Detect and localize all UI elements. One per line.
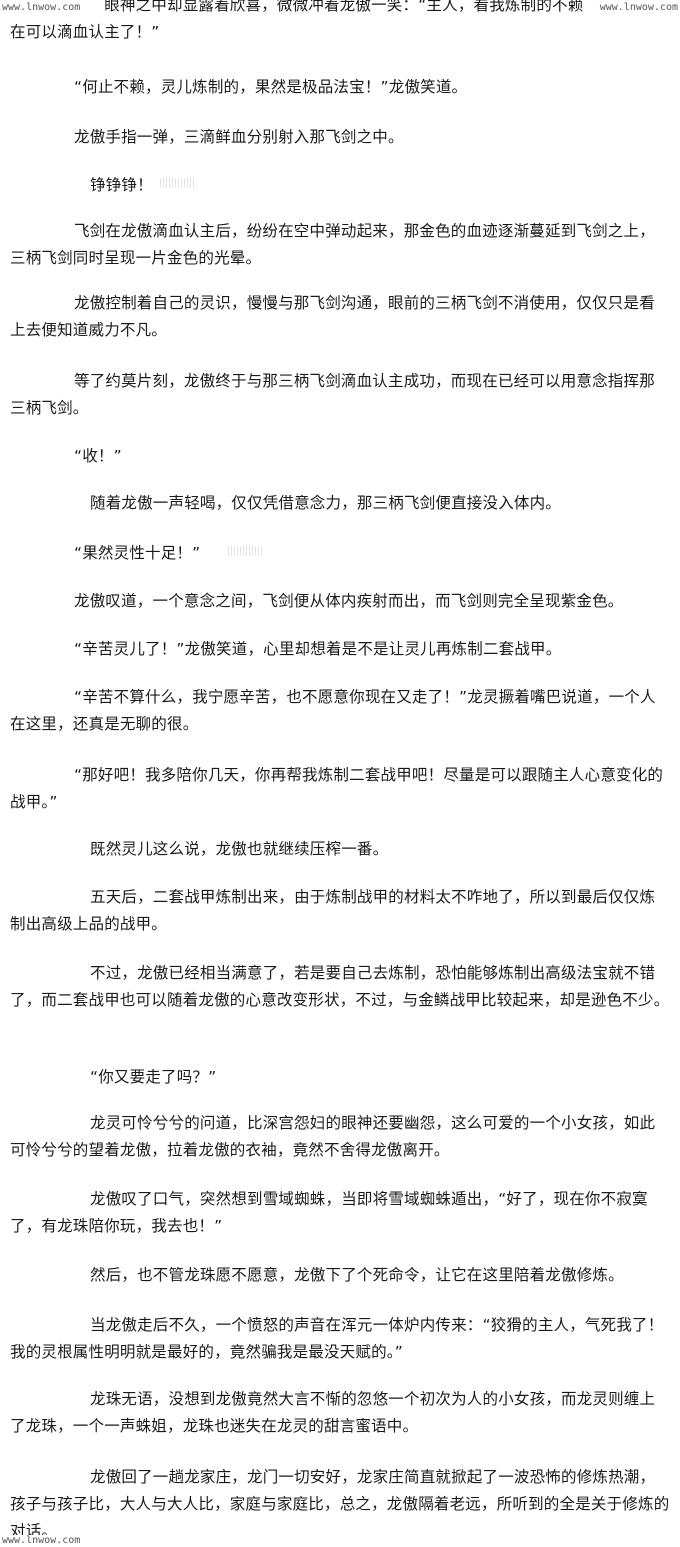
paragraph-17: 不过，龙傲已经相当满意了，若是要自己去炼制，恐怕能够炼制出高级法宝就不错了，而二… (10, 964, 670, 1009)
paragraph-8: “收！” (74, 447, 122, 465)
paragraph-7: 等了约莫片刻，龙傲终于与那三柄飞剑滴血认主成功，而现在已经可以用意念指挥那三柄飞… (10, 372, 655, 417)
paragraph-3: 龙傲手指一弹，三滴鲜血分别射入那飞剑之中。 (74, 128, 404, 146)
paragraph-1: ……羞不堪，眼神之中却显露着欣喜，微微冲着龙傲一笑：“主人，看我炼制的不赖吧！快… (10, 0, 662, 41)
paragraph-23: 龙珠无语，没想到龙傲竟然大言不惭的忽悠一个初次为人的小女孩，而龙灵则缠上了龙珠，… (10, 1390, 656, 1435)
watermark-top-left: www.lnwow.com (2, 2, 81, 13)
watermark-bottom-left: www.lnwow.com (2, 1535, 81, 1546)
paragraph-24: 龙傲回了一趟龙家庄，龙门一切安好，龙家庄简直就掀起了一波恐怖的修炼热潮，孩子与孩… (10, 1468, 670, 1540)
paragraph-19: 龙灵可怜兮兮的问道，比深宫怨妇的眼神还要幽怨，这么可爱的一个小女孩，如此可怜兮兮… (10, 1114, 656, 1159)
scan-noise-mark (228, 546, 262, 556)
paragraph-10: “果然灵性十足！” (74, 544, 201, 562)
paragraph-6: 龙傲控制着自己的灵识，慢慢与那飞剑沟通，眼前的三柄飞剑不消使用，仅仅只是看上去便… (10, 294, 655, 339)
paragraph-18: “你又要走了吗？” (90, 1068, 217, 1086)
paragraph-13: “辛苦不算什么，我宁愿辛苦，也不愿意你现在又走了！”龙灵撅着嘴巴说道，一个人在这… (10, 688, 656, 733)
paragraph-9: 随着龙傲一声轻喝，仅仅凭借意念力，那三柄飞剑便直接没入体内。 (90, 494, 562, 512)
paragraph-14: “那好吧！我多陪你几天，你再帮我炼制二套战甲吧！尽量是可以跟随主人心意变化的战甲… (10, 766, 664, 811)
paragraph-16: 五天后，二套战甲炼制出来，由于炼制战甲的材料太不咋地了，所以到最后仅仅炼制出高级… (10, 888, 656, 933)
watermark-top-right: www.lnwow.com (599, 2, 678, 13)
paragraph-4: 铮铮铮！ (90, 176, 153, 194)
paragraph-20: 龙傲叹了口气，突然想到雪域蜘蛛，当即将雪域蜘蛛遁出，“好了，现在你不寂寞了，有龙… (10, 1190, 648, 1235)
paragraph-5: 飞剑在龙傲滴血认主后，纷纷在空中弹动起来，那金色的血迹逐渐蔓延到飞剑之上，三柄飞… (10, 222, 655, 267)
paragraph-11: 龙傲叹道，一个意念之间，飞剑便从体内疾射而出，而飞剑则完全呈现紫金色。 (74, 592, 624, 610)
paragraph-2: “何止不赖，灵儿炼制的，果然是极品法宝！”龙傲笑道。 (74, 78, 468, 96)
paragraph-12: “辛苦灵儿了！”龙傲笑道，心里却想着是不是让灵儿再炼制二套战甲。 (74, 640, 562, 658)
scan-noise-mark (160, 178, 194, 188)
paragraph-22: 当龙傲走后不久，一个愤怒的声音在浑元一体炉内传来：“狡猾的主人，气死我了！我的灵… (10, 1316, 664, 1361)
paragraph-15: 既然灵儿这么说，龙傲也就继续压榨一番。 (90, 840, 389, 858)
paragraph-21: 然后，也不管龙珠愿不愿意，龙傲下了个死命令，让它在这里陪着龙傲修炼。 (90, 1266, 624, 1284)
